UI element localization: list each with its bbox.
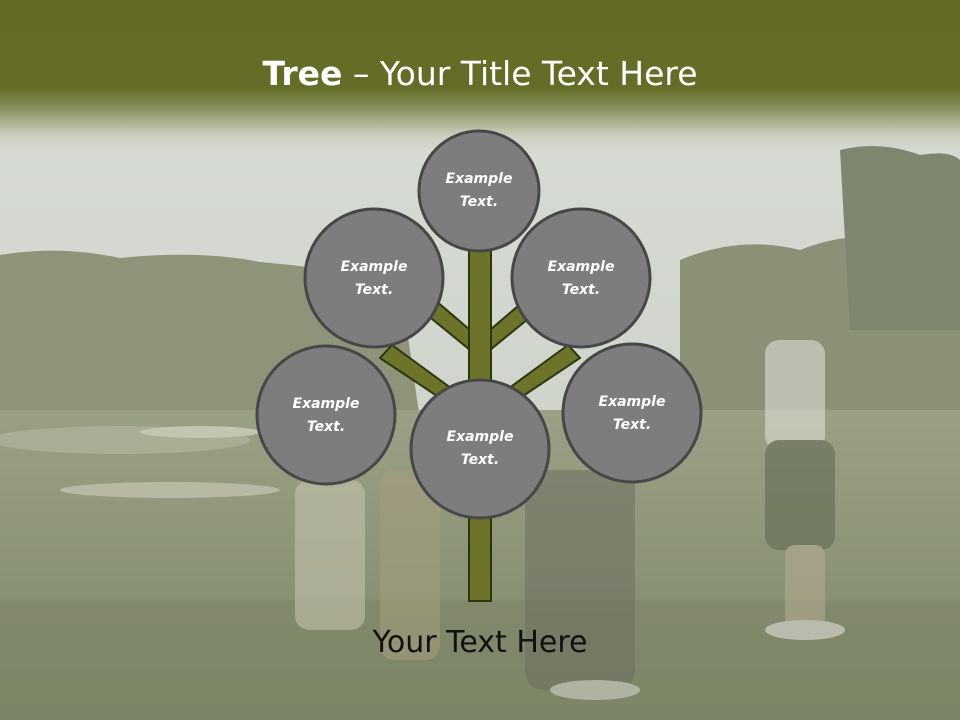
node-lower-left-circle[interactable] — [255, 344, 397, 486]
tree-nodes — [255, 129, 703, 520]
title-bold: Tree — [262, 54, 343, 93]
node-top-circle[interactable] — [417, 129, 541, 253]
node-upper-left-line1: Example — [340, 259, 408, 275]
node-top-label: Example Text. — [419, 168, 539, 214]
node-lower-left-line2: Text. — [306, 419, 346, 435]
title-rest: – Your Title Text Here — [342, 54, 698, 93]
node-upper-right-label: Example Text. — [521, 256, 641, 302]
node-lower-right-label: Example Text. — [572, 391, 692, 437]
node-center-line2: Text. — [460, 452, 500, 468]
node-center-label: Example Text. — [420, 426, 540, 472]
node-upper-left-label: Example Text. — [314, 256, 434, 302]
node-upper-right-line2: Text. — [561, 282, 601, 298]
footer-text: Your Text Here — [372, 625, 588, 660]
node-lower-left-line1: Example — [292, 396, 360, 412]
node-lower-right-line2: Text. — [612, 417, 652, 433]
node-upper-left-line2: Text. — [354, 282, 394, 298]
node-lower-right-line1: Example — [598, 394, 666, 410]
node-center-line1: Example — [446, 429, 514, 445]
node-upper-right-line1: Example — [547, 259, 615, 275]
node-top-line1: Example — [445, 171, 513, 187]
header-band — [0, 0, 960, 150]
node-lower-left-label: Example Text. — [266, 393, 386, 439]
node-top-line2: Text. — [459, 194, 499, 210]
slide-title: Tree – Your Title Text Here — [0, 52, 960, 96]
node-upper-right-circle[interactable] — [510, 207, 652, 349]
node-center-circle[interactable] — [409, 378, 551, 520]
node-lower-right-circle[interactable] — [561, 342, 703, 484]
node-upper-left-circle[interactable] — [303, 207, 445, 349]
